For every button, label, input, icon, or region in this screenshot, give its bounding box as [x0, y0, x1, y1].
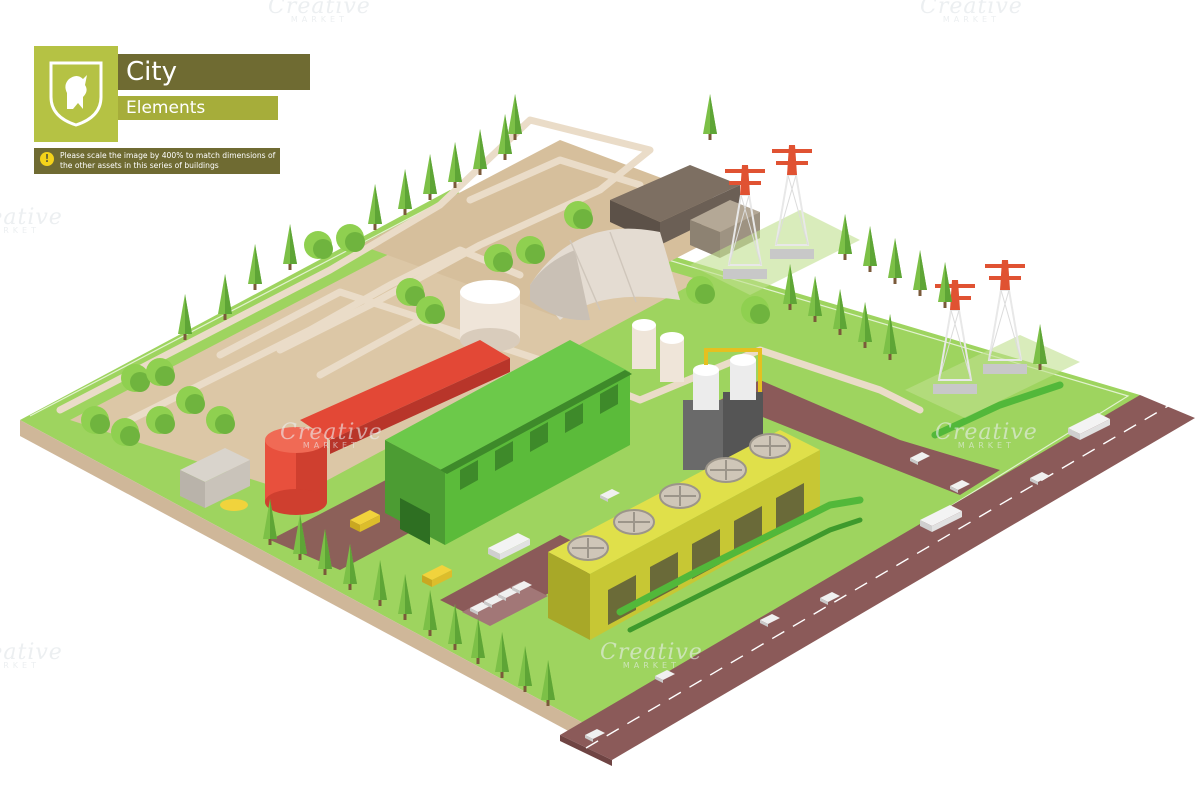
control-buildings	[610, 165, 760, 258]
storage-tanks	[460, 280, 684, 382]
red-gantry	[300, 340, 510, 454]
city-badge	[34, 46, 118, 142]
green-pipe	[931, 381, 1064, 439]
parking-lot	[462, 581, 548, 626]
warning-icon: !	[40, 152, 54, 166]
scale-notice-text: Please scale the image by 400% to match …	[60, 151, 276, 170]
utility-box	[180, 448, 250, 508]
quonset-hangar	[530, 228, 680, 321]
header-title: City	[118, 54, 310, 90]
header-subtitle: Elements	[118, 96, 278, 120]
turbine-hall	[385, 340, 632, 545]
shield-lion-icon	[49, 61, 103, 127]
red-tank	[265, 427, 327, 515]
scale-notice: ! Please scale the image by 400% to matc…	[34, 148, 280, 174]
cooling-tower	[548, 430, 864, 640]
vehicles	[220, 413, 1110, 742]
